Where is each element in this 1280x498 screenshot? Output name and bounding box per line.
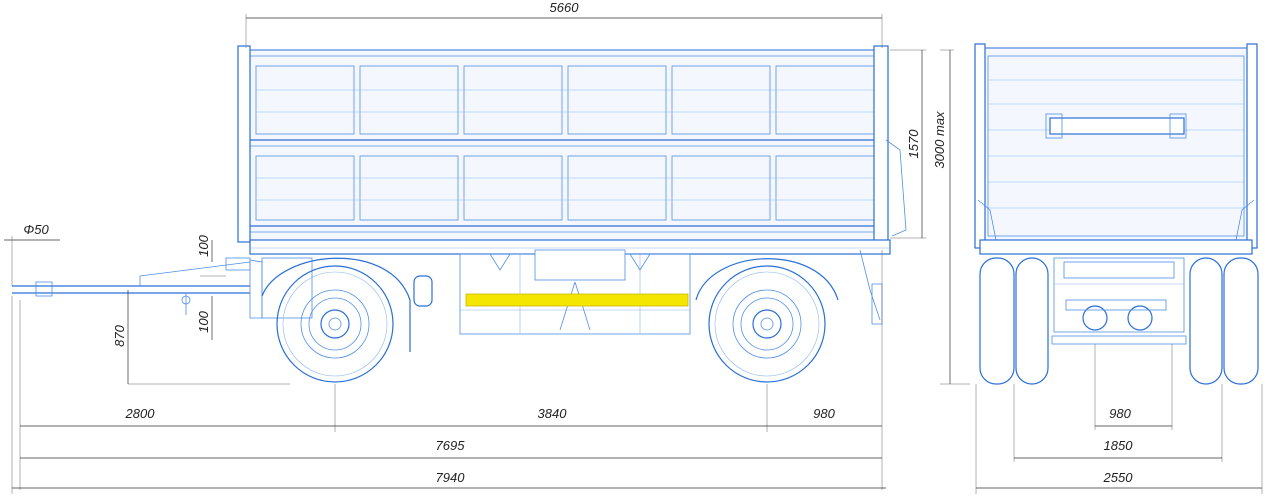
- dim-front-to-axle: 2800: [125, 406, 156, 421]
- dim-overall-length: 7940: [436, 470, 466, 485]
- dimension-lines: [4, 14, 1263, 494]
- dim-wheelbase: 3840: [538, 406, 568, 421]
- drawbar: [12, 257, 251, 315]
- dim-coupling-height: 870: [112, 324, 127, 346]
- dim-total-height: 3000 max: [932, 111, 947, 169]
- dim-eye-diameter: Φ50: [23, 222, 49, 237]
- side-reflector-strip: [465, 293, 689, 307]
- dim-side-height: 1570: [906, 129, 921, 159]
- dim-drawbar-down: 100: [196, 310, 211, 332]
- dim-frame-length: 7695: [436, 438, 466, 453]
- trailer-frame: [249, 239, 891, 335]
- dim-body-length: 5660: [550, 0, 580, 15]
- dim-overall-width: 2550: [1103, 470, 1134, 485]
- dim-track: 1850: [1104, 438, 1134, 453]
- rear-wheel: [708, 265, 826, 383]
- dump-body: [237, 45, 907, 243]
- dimension-labels: 5660 1570 3000 max Φ50 100 100 870 2800 …: [23, 0, 1133, 485]
- front-wheel: [276, 265, 394, 383]
- side-view: [12, 45, 907, 383]
- dim-rear-overhang: 980: [813, 406, 835, 421]
- dim-drawbar-up: 100: [196, 234, 211, 256]
- rear-view: [974, 43, 1259, 385]
- dim-track-inner: 980: [1109, 406, 1131, 421]
- rear-view-wheels: [979, 257, 1259, 385]
